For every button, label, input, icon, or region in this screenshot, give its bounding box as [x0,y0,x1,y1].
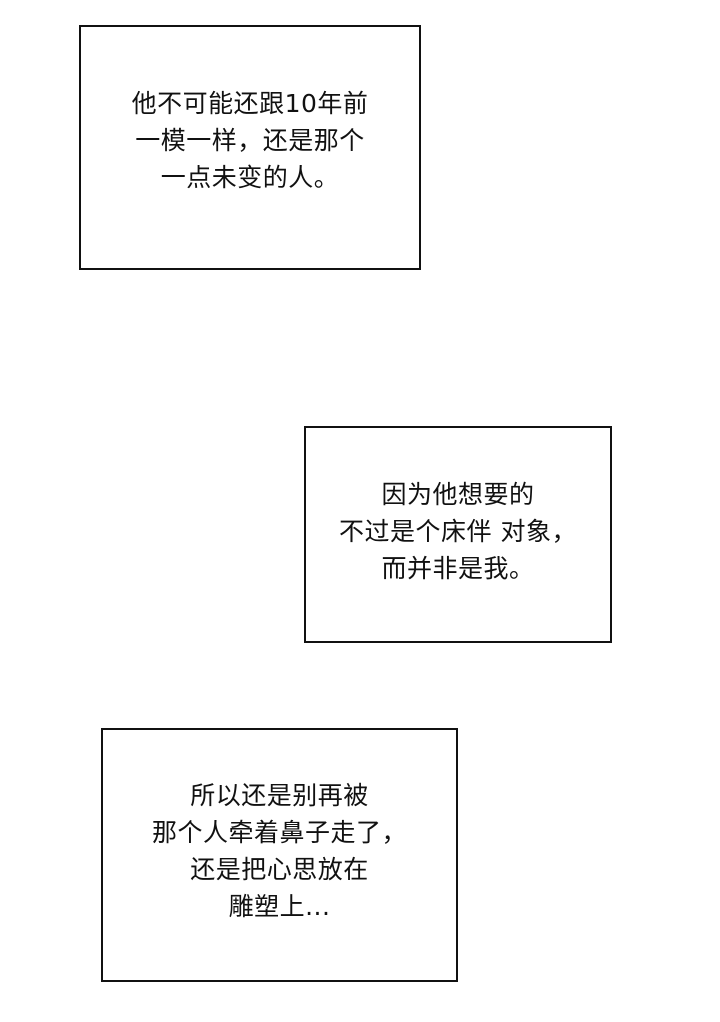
caption-2-line-3: 而并非是我。 [381,554,535,583]
caption-box-1: 他不可能还跟10年前 一模一样，还是那个 一点未变的人。 [79,25,421,270]
caption-box-2: 因为他想要的 不过是个床伴 对象， 而并非是我。 [304,426,612,643]
caption-1-line-1: 他不可能还跟10年前 [131,89,369,118]
caption-text-1: 他不可能还跟10年前 一模一样，还是那个 一点未变的人。 [132,85,369,196]
caption-text-3: 所以还是别再被 那个人牵着鼻子走了， 还是把心思放在 雕塑上... [152,777,407,925]
caption-3-line-2: 那个人牵着鼻子走了， [151,818,407,847]
caption-3-line-3: 还是把心思放在 [190,855,369,884]
caption-1-line-3: 一点未变的人。 [160,163,340,192]
caption-box-3: 所以还是别再被 那个人牵着鼻子走了， 还是把心思放在 雕塑上... [101,728,458,982]
caption-2-line-2: 不过是个床伴 对象， [339,517,577,546]
caption-2-line-1: 因为他想要的 [381,480,535,509]
caption-3-line-1: 所以还是别再被 [190,781,369,810]
caption-1-line-2: 一模一样，还是那个 [135,126,365,155]
caption-3-line-4: 雕塑上... [228,892,331,921]
caption-text-2: 因为他想要的 不过是个床伴 对象， 而并非是我。 [339,476,577,587]
